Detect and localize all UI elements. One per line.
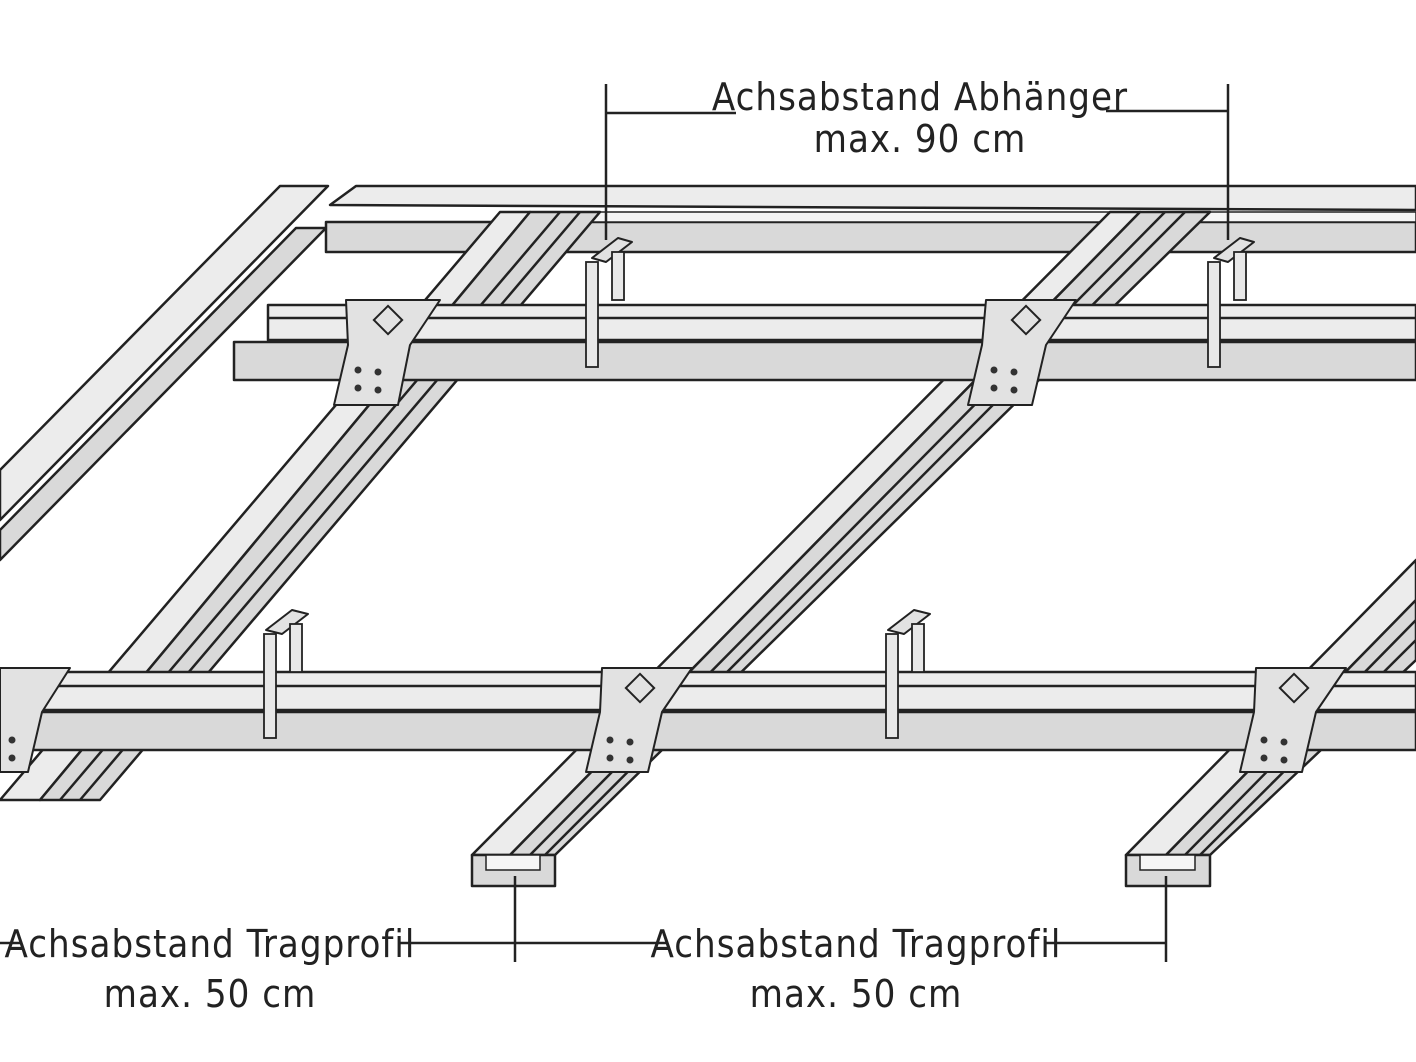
bearer-spacing-dimension — [0, 876, 1168, 962]
bearer-spacing-left-label-line1: Achsabstand Tragprofil — [5, 922, 416, 966]
hanger-spacing-label-line1: Achsabstand Abhänger — [712, 75, 1128, 119]
hanger-3 — [263, 609, 309, 739]
hanger-spacing-dimension — [604, 84, 1230, 240]
bearer-spacing-right-label-line2: max. 50 cm — [750, 972, 963, 1016]
cross-connector-clip-5 — [1239, 667, 1347, 773]
hanger-spacing-label-line2: max. 90 cm — [814, 117, 1027, 161]
bearer-spacing-left-label-line2: max. 50 cm — [104, 972, 317, 1016]
main-profile-lower — [0, 670, 1416, 752]
hanger-2 — [1207, 237, 1255, 368]
bearer-spacing-right-label-line1: Achsabstand Tragprofil — [651, 922, 1062, 966]
cross-connector-clip-1 — [333, 299, 441, 406]
cross-connector-clip-2 — [967, 299, 1077, 406]
hanger-1 — [585, 237, 633, 368]
cross-connector-clip-3 — [0, 667, 71, 773]
main-profile-upper — [232, 303, 1416, 382]
cross-connector-clip-4 — [585, 667, 693, 773]
hanger-4 — [885, 609, 931, 739]
